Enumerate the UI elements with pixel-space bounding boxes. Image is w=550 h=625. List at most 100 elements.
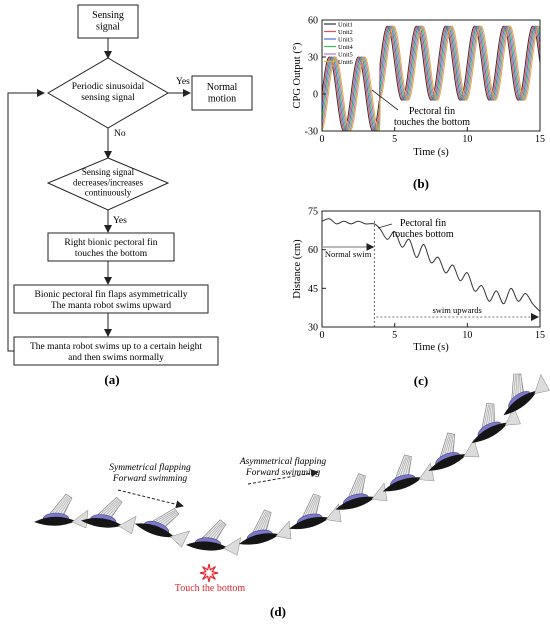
flow-box-right-fin: [47, 232, 175, 262]
touch-star-icon: [199, 563, 219, 583]
plot-frame-b: [321, 19, 541, 132]
robot-shell: [289, 517, 330, 530]
panel-label-c: (c): [414, 373, 428, 388]
robot-tail-fin: [371, 482, 388, 502]
fin-rib: [520, 374, 524, 395]
y-tick-label-c: 75: [308, 207, 318, 218]
robot-tail-fin: [118, 515, 137, 535]
panel-label-b: (b): [413, 176, 429, 191]
legend-label-unit1: Unit1: [338, 22, 353, 29]
series-line-unit5: [321, 25, 541, 132]
manta-robot: [503, 373, 550, 416]
robot-shell: [382, 477, 423, 492]
robot-tail-fin: [223, 537, 242, 556]
y-tick-label-b: 60: [308, 16, 318, 27]
span-up-label: swim upwards: [432, 305, 481, 315]
fin-rib: [261, 512, 270, 533]
flow-box-swims: [13, 336, 219, 366]
fin-rib: [58, 497, 71, 517]
y-axis-label-b: CPG Output (°): [292, 42, 303, 109]
robot-tail-fin: [534, 373, 550, 394]
robot-sequence: [34, 373, 550, 556]
annotation-pointer-c: [377, 223, 393, 229]
flow-label-yes2: Yes: [113, 216, 127, 226]
fin-rib: [490, 404, 493, 427]
flow-feedback-loop: [7, 89, 45, 352]
fin-rib: [519, 374, 521, 397]
x-tick-label-b: 15: [535, 134, 545, 145]
robot-tail-fin: [275, 520, 292, 540]
span-normal-label: Normal swim: [325, 249, 372, 259]
fin-rib: [202, 521, 222, 541]
legend-label-unit5: Unit5: [338, 52, 353, 59]
manta-robot: [238, 509, 292, 545]
y-axis-label-c: Distance (cm): [292, 239, 303, 299]
x-axis-label-b: Time (s): [413, 147, 449, 158]
fin-rib: [151, 510, 175, 524]
fin-rib: [357, 476, 365, 497]
y-tick-label-b: -30: [305, 127, 318, 138]
manta-robot: [134, 507, 191, 548]
panel-label-a: (a): [104, 372, 119, 387]
series-line-unit2: [321, 25, 541, 132]
robot-shell: [80, 517, 123, 528]
robot-tail-fin: [463, 438, 480, 458]
series-line-unit4: [321, 25, 541, 132]
y-tick-label-c: 60: [308, 245, 318, 256]
legend-label-unit4: Unit4: [338, 44, 354, 51]
fin-rib: [160, 513, 178, 527]
fin-rib: [106, 501, 121, 519]
fin-rib: [512, 375, 516, 402]
distance-line: [321, 218, 541, 312]
x-tick-label-b: 5: [392, 134, 397, 145]
flow-box-normal: [191, 75, 253, 111]
manta-robot: [471, 402, 521, 444]
flow-text-flaps: Bionic pectoral fin flaps asymmetrically…: [34, 289, 187, 311]
fin-rib: [303, 495, 316, 520]
flow-box-start: [77, 4, 139, 39]
robot-shell: [238, 533, 280, 545]
fin-rib: [253, 511, 267, 535]
fin-rib: [404, 456, 411, 478]
fin-rib: [97, 499, 118, 518]
robot-tail-fin: [71, 509, 89, 529]
fin-rib: [493, 404, 495, 425]
fin-rib: [482, 404, 489, 431]
flow-text-swims: The manta robot swims up to a certain he…: [30, 342, 202, 363]
fin-rib: [449, 434, 454, 456]
fin-rib: [440, 434, 450, 460]
x-axis-label-c: Time (s): [413, 342, 449, 353]
x-tick-label-c: 5: [392, 330, 397, 341]
flow-label-yes1: Yes: [176, 77, 190, 87]
robot-shell: [134, 523, 175, 538]
fin-rib: [407, 457, 412, 478]
robot-shell: [428, 454, 468, 471]
fin-rib: [348, 475, 361, 500]
fin-rib: [451, 434, 455, 455]
annotation-pointer-b: [371, 89, 399, 111]
fin-rib: [109, 502, 122, 519]
flow-label-no1: No: [114, 129, 126, 139]
fin-rib: [314, 496, 321, 517]
manta-robot: [428, 432, 480, 471]
fin-rib: [264, 512, 272, 533]
x-tick-label-c: 0: [320, 330, 325, 341]
fin-rib: [61, 498, 73, 517]
series-line-unit6: [321, 25, 541, 132]
legend-label-unit6: Unit6: [338, 59, 354, 66]
x-tick-label-b: 10: [462, 134, 472, 145]
fin-rib: [311, 496, 320, 517]
fin-rib: [211, 523, 225, 542]
manta-robot: [80, 496, 137, 535]
series-line-unit3: [321, 25, 541, 132]
